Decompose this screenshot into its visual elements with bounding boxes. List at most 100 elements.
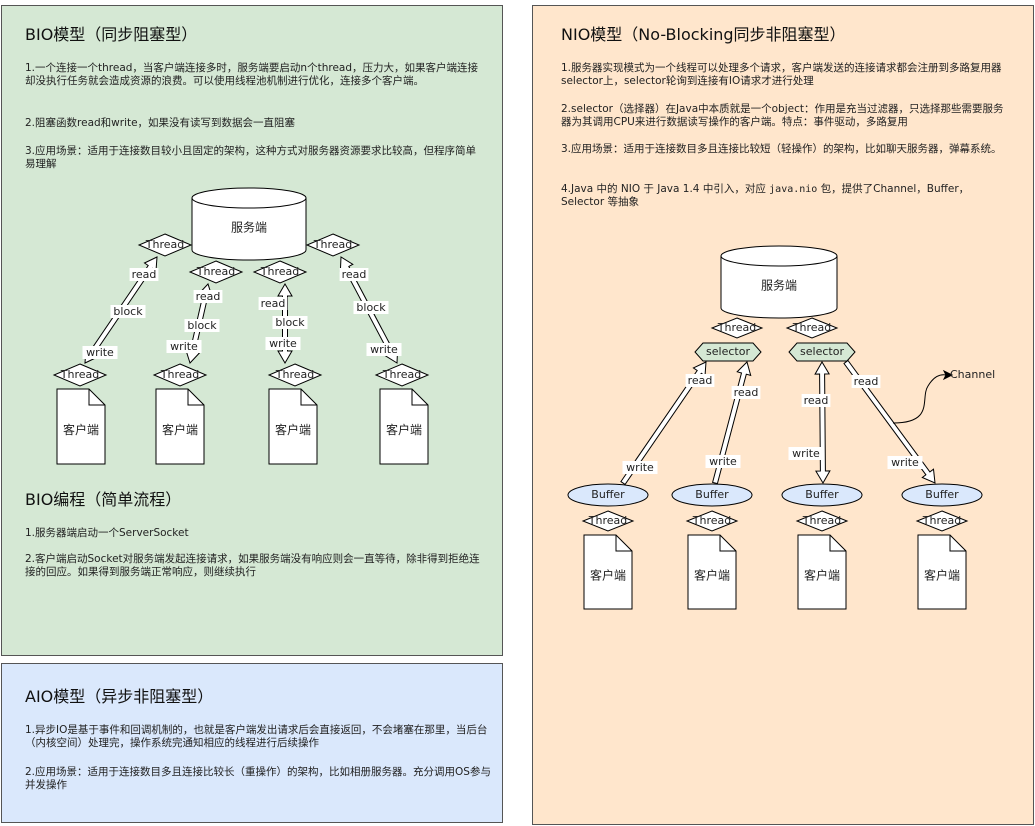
nio-write-label-3-bg xyxy=(788,447,824,460)
nio-client-doc-3 xyxy=(797,534,847,610)
nio-write-label-2-bg xyxy=(705,455,741,468)
nio-buffer-1 xyxy=(567,483,649,507)
bio-server-thread-4-label: Thread xyxy=(313,238,352,251)
bio-client-doc-4-fold xyxy=(411,389,428,406)
nio-point-1: 1.服务器实现模式为一个线程可以处理多个请求，客户端发送的连接请求都会注册到多路… xyxy=(561,62,1002,87)
aio-panel xyxy=(1,663,503,823)
nio-selector-1-label: selector xyxy=(706,345,750,358)
bio-client-thread-4-label: Thread xyxy=(382,368,421,381)
nio-write-label-4: write xyxy=(891,456,919,469)
aio-point-1: 1.异步IO是基于事件和回调机制的，也就是客户端发出请求后会直接返回，不会堵塞在… xyxy=(25,724,488,749)
bio-block-label-3: block xyxy=(275,316,305,329)
bio-client-doc-2 xyxy=(155,388,205,465)
nio-channel-curve xyxy=(892,374,947,424)
nio-read-label-3-bg xyxy=(801,394,831,407)
bio-read-label-4: read xyxy=(342,268,367,281)
bio-block-label-1: block xyxy=(113,305,143,318)
nio-client-thread-4 xyxy=(915,510,969,532)
nio-buffer-2 xyxy=(671,483,753,507)
bio-write-label-4-bg xyxy=(366,343,402,356)
nio-read-label-2-bg xyxy=(731,386,761,399)
bio-point-1: 1.一个连接一个thread，当客户端连接多时，服务端要启动n个thread，压… xyxy=(25,62,479,87)
nio-server-cylinder-label: 服务端 xyxy=(761,278,797,293)
bio-server-thread-2 xyxy=(188,260,244,284)
bio-write-label-2: write xyxy=(170,340,198,353)
bio-write-label-4: write xyxy=(370,343,398,356)
nio-point-3: 3.应用场景：适用于连接数目多且连接比较短（轻操作）的架构，比如聊天服务器，弹幕… xyxy=(561,143,1002,155)
nio-title: NIO模型（No-Blocking同步非阻塞型） xyxy=(561,25,846,44)
nio-client-thread-1 xyxy=(581,510,635,532)
nio-client-doc-4 xyxy=(917,534,967,610)
nio-buffer-3-label: Buffer xyxy=(805,488,839,501)
nio-client-doc-3-fold xyxy=(829,535,846,552)
nio-point-4-code: java.nio xyxy=(769,184,818,195)
bio-client-thread-3 xyxy=(267,363,323,387)
bio-client-thread-2-label: Thread xyxy=(160,368,199,381)
nio-selector-2-label: selector xyxy=(800,345,844,358)
nio-server-thread-1 xyxy=(710,317,764,339)
bio-server-thread-1 xyxy=(137,233,193,257)
bio-block-label-4: block xyxy=(356,301,386,314)
bio-read-label-3-bg xyxy=(258,297,288,310)
bio-write-label-3-bg xyxy=(265,337,301,350)
nio-read-label-4: read xyxy=(854,375,879,388)
bio-client-doc-1-label: 客户端 xyxy=(63,422,99,437)
nio-write-label-1: write xyxy=(626,461,654,474)
nio-channel-label: Channel xyxy=(950,368,995,381)
nio-client-doc-3-label: 客户端 xyxy=(804,568,840,583)
bio-block-label-1-bg xyxy=(110,305,146,318)
bio-write-label-3: write xyxy=(269,337,297,350)
nio-server-cylinder-top xyxy=(720,245,838,267)
bio-write-label-2-bg xyxy=(166,340,202,353)
bio-coding-point-2: 2.客户端启动Socket对服务端发起连接请求，如果服务端没有响应则会一直等待，… xyxy=(25,553,480,578)
nio-buffer-3 xyxy=(781,483,863,507)
bio-read-label-1-bg xyxy=(129,268,159,281)
bio-block-label-2: block xyxy=(187,319,217,332)
bio-read-label-4-bg xyxy=(339,268,369,281)
nio-write-label-4-bg xyxy=(887,456,923,469)
nio-read-label-1: read xyxy=(688,374,713,387)
aio-point-2: 2.应用场景：适用于连接数目多且连接比较长（重操作）的架构，比如相册服务器。充分… xyxy=(25,766,491,791)
nio-panel xyxy=(532,5,1034,825)
nio-read-label-4-bg xyxy=(851,375,881,388)
nio-client-doc-2 xyxy=(687,534,737,610)
bio-client-doc-2-label: 客户端 xyxy=(162,422,198,437)
bio-client-thread-1-label: Thread xyxy=(60,368,99,381)
nio-client-thread-3-label: Thread xyxy=(802,514,841,527)
bio-panel xyxy=(1,5,503,656)
bio-read-label-2: read xyxy=(196,290,221,303)
nio-server-thread-1-label: Thread xyxy=(717,321,756,334)
nio-buffer-2-label: Buffer xyxy=(695,488,729,501)
nio-client-thread-4-label: Thread xyxy=(922,514,961,527)
nio-read-label-2: read xyxy=(734,386,759,399)
bio-read-label-1: read xyxy=(132,268,157,281)
nio-client-thread-1-label: Thread xyxy=(588,514,627,527)
nio-selector-1 xyxy=(694,342,762,362)
nio-client-doc-2-fold xyxy=(719,535,736,552)
bio-client-doc-2-fold xyxy=(187,389,204,406)
nio-arrow-3 xyxy=(814,361,831,484)
bio-client-thread-1 xyxy=(52,363,108,387)
nio-client-doc-4-fold xyxy=(949,535,966,552)
bio-client-thread-4 xyxy=(374,363,430,387)
nio-point-4-b: 包，提供了Channel，Buffer，Selector 等抽象 xyxy=(561,183,970,208)
nio-client-doc-1-fold xyxy=(615,535,632,552)
bio-server-cylinder-top xyxy=(191,187,307,209)
bio-client-thread-2 xyxy=(152,363,208,387)
nio-client-doc-1-label: 客户端 xyxy=(590,568,626,583)
bio-block-label-4-bg xyxy=(353,301,389,314)
nio-point-4: 4.Java 中的 NIO 于 Java 1.4 中引入，对应 java.nio… xyxy=(561,183,1011,209)
nio-client-thread-2-label: Thread xyxy=(692,514,731,527)
bio-client-doc-3-label: 客户端 xyxy=(275,422,311,437)
bio-client-doc-4 xyxy=(379,388,429,465)
bio-write-label-1: write xyxy=(86,346,114,359)
bio-server-thread-1-label: Thread xyxy=(145,238,184,251)
bio-read-label-2-bg xyxy=(193,290,223,303)
bio-write-label-1-bg xyxy=(82,346,118,359)
aio-title: AIO模型（异步非阻塞型） xyxy=(25,687,214,706)
nio-write-label-1-bg xyxy=(622,461,658,474)
bio-title: BIO模型（同步阻塞型） xyxy=(25,25,198,44)
bio-client-doc-4-label: 客户端 xyxy=(386,422,422,437)
bio-server-cylinder-label: 服务端 xyxy=(231,220,267,235)
